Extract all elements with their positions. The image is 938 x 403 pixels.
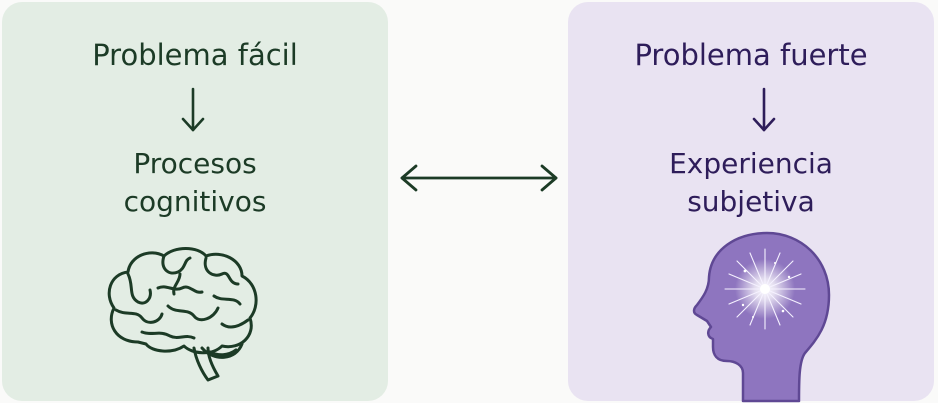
easy-problem-title: Problema fácil: [92, 38, 298, 72]
hard-problem-panel: Problema fuerte Experiencia subjetiva: [568, 2, 934, 403]
head-with-light-icon: [692, 231, 831, 403]
brain-icon: [107, 247, 258, 382]
down-arrow-icon: [181, 87, 205, 132]
down-arrow-icon: [752, 87, 776, 132]
hard-problem-subtitle: Experiencia subjetiva: [568, 145, 934, 221]
hard-problem-title: Problema fuerte: [634, 38, 868, 72]
subtitle-line: subjetiva: [687, 185, 815, 218]
subtitle-line: Procesos: [133, 147, 257, 180]
subtitle-line: Experiencia: [669, 147, 833, 180]
easy-problem-subtitle: Procesos cognitivos: [2, 145, 388, 221]
subtitle-line: cognitivos: [123, 185, 267, 218]
double-arrow-icon: [400, 164, 558, 192]
easy-problem-panel: Problema fácil Procesos cognitivos: [2, 2, 388, 401]
